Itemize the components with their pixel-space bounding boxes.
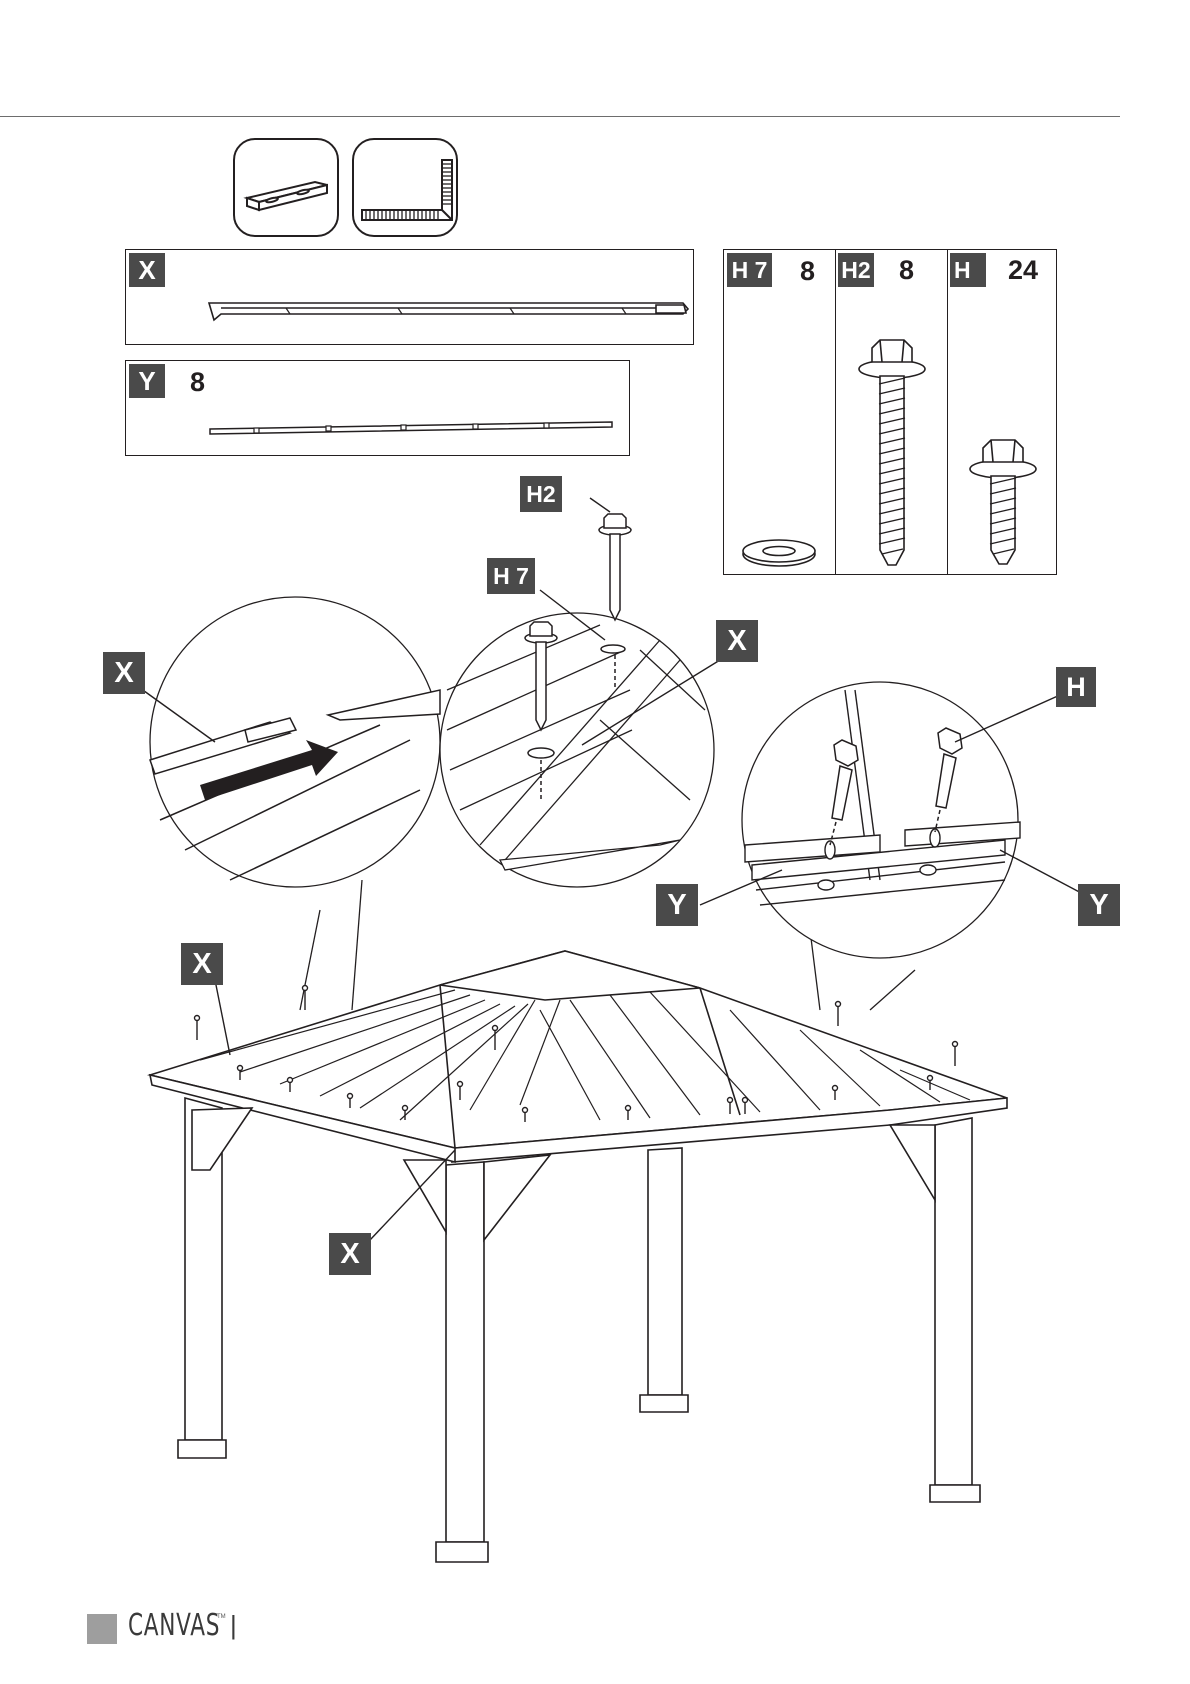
callout-x-roof-front: X [329, 1233, 371, 1275]
footer-logo-square [87, 1614, 117, 1644]
footer-brand: CANVAS [128, 1608, 220, 1643]
footer-trademark: TM [217, 1614, 226, 1620]
footer-divider: | [230, 1610, 237, 1641]
callout-x-roof-left: X [181, 943, 223, 985]
callout-x-detail-left: X [103, 652, 145, 694]
callout-y-detail-left: Y [656, 884, 698, 926]
detail-circle-center [440, 613, 714, 887]
callout-h2: H2 [520, 476, 562, 512]
callout-y-detail-right: Y [1078, 884, 1120, 926]
callout-x-detail-center: X [716, 620, 758, 662]
callout-h7: H 7 [487, 558, 535, 594]
callout-h-detail-right: H [1056, 667, 1096, 707]
